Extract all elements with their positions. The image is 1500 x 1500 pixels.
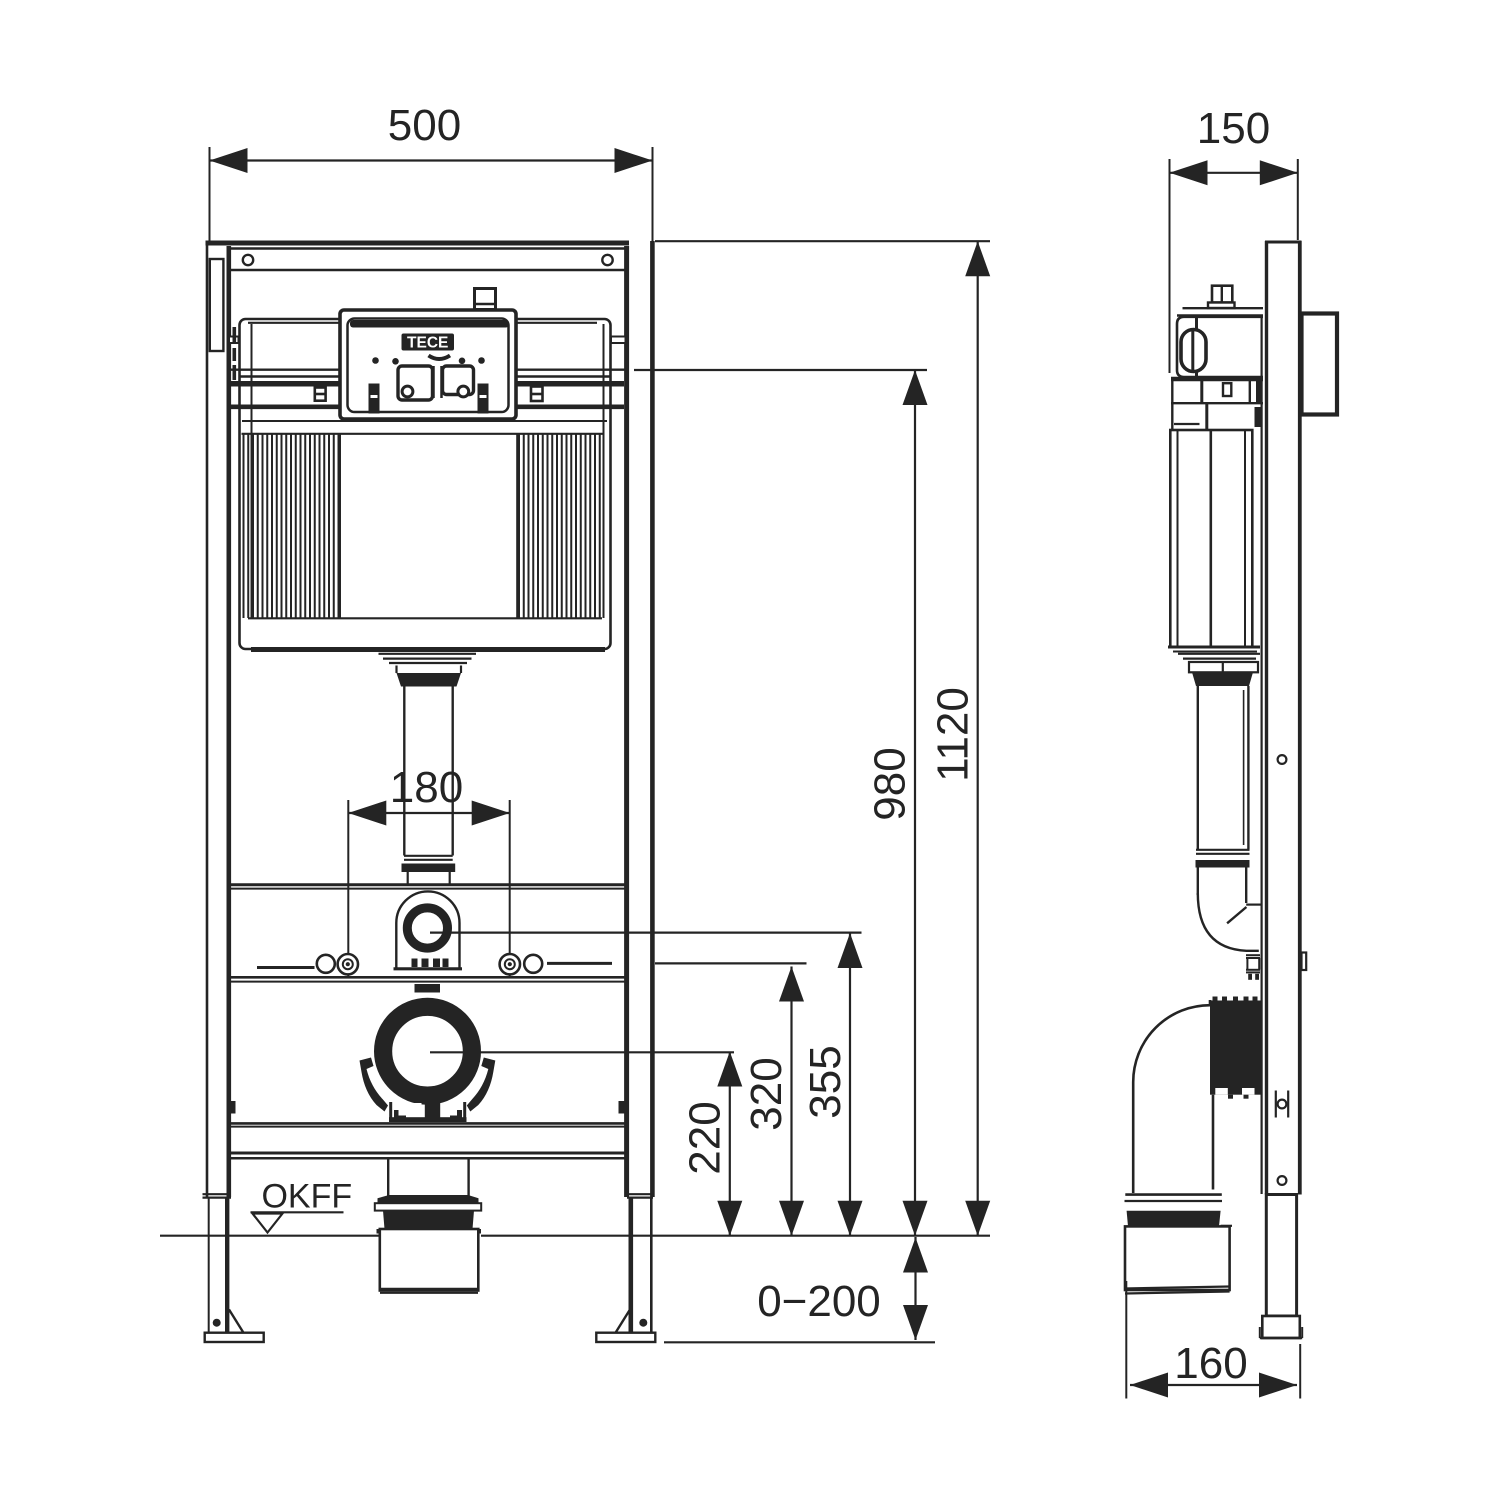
- svg-text:TECE: TECE: [407, 335, 448, 352]
- svg-text:180: 180: [390, 763, 463, 812]
- svg-text:0−200: 0−200: [757, 1277, 881, 1326]
- svg-text:220: 220: [681, 1101, 730, 1174]
- svg-text:OKFF: OKFF: [261, 1178, 352, 1216]
- svg-text:320: 320: [742, 1057, 791, 1130]
- svg-text:150: 150: [1197, 104, 1270, 153]
- svg-text:355: 355: [801, 1045, 850, 1118]
- svg-text:980: 980: [866, 747, 915, 820]
- svg-text:500: 500: [388, 101, 461, 150]
- svg-text:160: 160: [1174, 1339, 1247, 1388]
- svg-text:1120: 1120: [929, 687, 978, 782]
